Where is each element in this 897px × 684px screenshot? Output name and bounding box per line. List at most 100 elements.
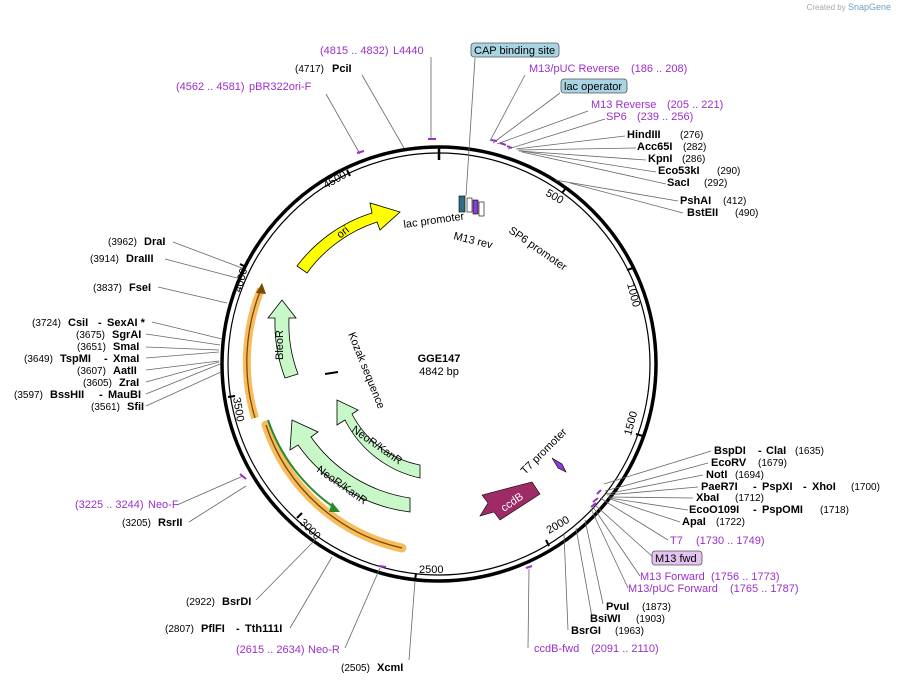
pshai-name: PshAI — [680, 195, 711, 207]
tick-label-3500: 3500 — [230, 396, 246, 422]
zrai-pos: (3605) — [83, 378, 112, 389]
tick-label-1500: 1500 — [622, 410, 640, 437]
clai-name: ClaI — [766, 445, 786, 457]
neor-primer-name: Neo-R — [308, 644, 340, 656]
kozak-label: Kozak sequence — [345, 331, 387, 411]
aatii-pos: (3607) — [77, 366, 106, 377]
noti-name: NotI — [706, 469, 727, 481]
sp6-promoter-label: SP6 promoter — [506, 225, 569, 274]
pflfi-sep: - — [236, 623, 240, 635]
cap-binding-site-label: CAP binding site — [474, 45, 555, 57]
csii-pos: (3724) — [32, 318, 61, 329]
drai-pos: (3962) — [108, 237, 137, 248]
draiii-name: DraIII — [126, 253, 154, 265]
l4440-name: L4440 — [393, 45, 424, 57]
ccdb-fwd-name: ccdB-fwd — [534, 643, 579, 655]
tick-label-1000: 1000 — [624, 282, 642, 309]
drai-name: DraI — [144, 236, 165, 248]
tick-label-4000: 4000 — [232, 267, 250, 294]
m13-forward-name: M13 Forward — [640, 571, 705, 583]
t7-promoter-feature[interactable] — [551, 457, 567, 473]
csii-name: CsiI — [68, 317, 88, 329]
cap-binding-site-box[interactable] — [470, 42, 560, 58]
bsshii-name: BssHII — [50, 389, 84, 401]
pspomi-name: PspOMI — [762, 504, 803, 516]
pvui-pos: (1873) — [642, 602, 671, 613]
t7-primer-name: T7 — [670, 535, 683, 547]
orf-highlight-2-arrow — [256, 283, 266, 294]
tth111i-name: Tth111I — [245, 623, 282, 635]
bspdi-name: BspDI — [714, 445, 746, 457]
saci-name: SacI — [667, 177, 690, 189]
ori-label: ori — [335, 224, 352, 241]
xmai-name: XmaI — [113, 353, 139, 365]
pspxi-name: PspXI — [762, 481, 793, 493]
bsshii-pos: (3597) — [14, 390, 43, 401]
pbr322-pos: (4562 .. 4581) — [176, 81, 245, 93]
zrai-name: ZraI — [119, 377, 139, 389]
bsrdi-name: BsrDI — [222, 596, 251, 608]
fsei-name: FseI — [129, 282, 151, 294]
primer-marks — [239, 138, 602, 569]
bsiwi-pos: (1903) — [636, 614, 665, 625]
rsrii-name: RsrII — [158, 517, 182, 529]
bsrdi-pos: (2922) — [186, 597, 215, 608]
eco53ki-name: Eco53kI — [658, 165, 700, 177]
kpni-pos: (286) — [682, 154, 705, 165]
xbai-name: XbaI — [696, 492, 719, 504]
kozak-feature — [324, 371, 339, 375]
kpni-name: KpnI — [648, 153, 672, 165]
lac-operator-label: lac operator — [564, 81, 622, 93]
fsei-pos: (3837) — [93, 283, 122, 294]
apai-pos: (1722) — [716, 517, 745, 528]
sp6-name: SP6 — [606, 111, 627, 123]
sp6-pos: (239 .. 256) — [637, 111, 693, 123]
pflfi-name: PflFI — [201, 623, 225, 635]
xhoi-name: XhoI — [812, 481, 836, 493]
neor-orf-line — [267, 419, 336, 509]
maubi-name: MauBI — [108, 389, 141, 401]
plasmid-name: GGE147 — [418, 353, 461, 365]
bsshii-sep: - — [99, 389, 103, 401]
csii-sep: - — [98, 317, 102, 329]
m13puc-fwd-name: M13/pUC Forward — [628, 583, 718, 595]
m13-fwd-label: M13 fwd — [655, 553, 697, 565]
m13-forward-pos: (1756 .. 1773) — [711, 571, 780, 583]
lac-promoter-label: lac promoter — [403, 211, 466, 231]
ecorv-pos: (1679) — [758, 458, 787, 469]
neor-inner-feature[interactable] — [336, 399, 421, 479]
bspdi-pos: (1635) — [795, 446, 824, 457]
bsteii-pos: (490) — [735, 208, 758, 219]
sfii-name: SfiI — [127, 401, 144, 413]
neof-name: Neo-F — [148, 499, 179, 511]
backbone-circle — [220, 145, 658, 583]
scale-ticks — [227, 169, 644, 581]
xcmi-pos: (2505) — [341, 663, 370, 674]
tspmi-pos: (3649) — [24, 354, 53, 365]
ccdb-feature[interactable] — [479, 481, 541, 521]
sexai-name: SexAI * — [107, 317, 146, 329]
ori-feature[interactable] — [296, 202, 401, 274]
eco0109i-name: EcoO109I — [689, 504, 739, 516]
neor-outer-feature[interactable] — [289, 419, 411, 513]
pcii-name: PciI — [332, 63, 352, 75]
bleor-feature[interactable] — [267, 299, 299, 379]
sgrai-name: SgrAI — [112, 329, 141, 341]
l4440-pos: (4815 .. 4832) — [320, 45, 389, 57]
smai-name: SmaI — [113, 341, 139, 353]
snapgene-logo: SnapGene — [847, 2, 891, 12]
smai-pos: (3651) — [77, 342, 106, 353]
leader-lines — [145, 57, 712, 661]
pbr322-name: pBR322ori-F — [249, 81, 312, 93]
bsrgi-name: BsrGI — [571, 625, 601, 637]
m13-reverse-pos: (205 .. 221) — [667, 99, 723, 111]
bsrgi-pos: (1963) — [615, 626, 644, 637]
tick-label-4500: 4500 — [322, 169, 349, 192]
eco0109i-sep: - — [753, 504, 757, 516]
hindiii-pos: (276) — [680, 130, 703, 141]
neor-orf-arrow — [329, 502, 340, 512]
m13-fwd-box[interactable] — [651, 550, 703, 566]
lac-operator-box[interactable] — [560, 78, 628, 94]
tspmi-sep: - — [104, 353, 108, 365]
